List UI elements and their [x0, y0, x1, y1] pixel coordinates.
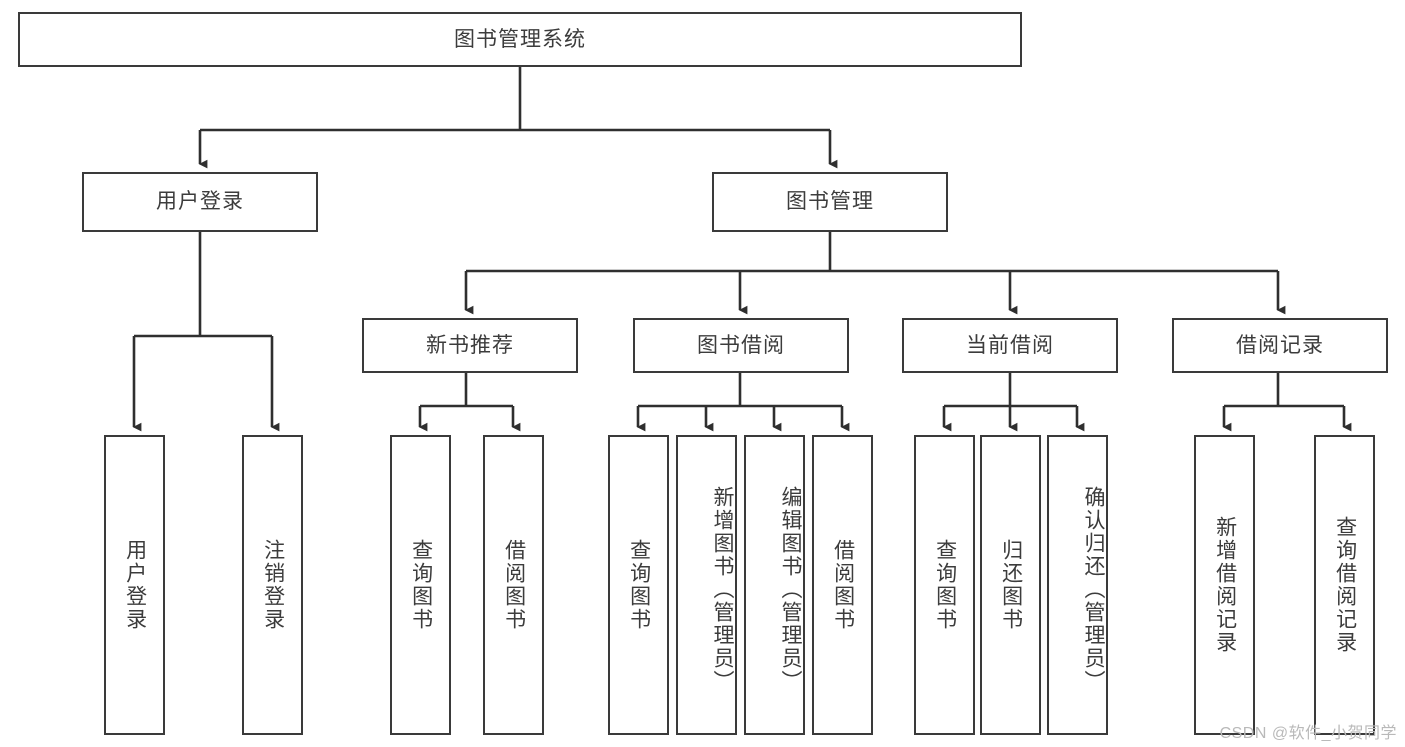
node-current-borrow[interactable]: 当前借阅	[902, 318, 1118, 373]
node-leaf-query-book-recommend[interactable]: 查询图书	[390, 435, 451, 735]
node-label: 借阅记录	[1236, 333, 1324, 357]
node-label: 新增借阅记录	[1213, 516, 1237, 654]
node-label: 查询借阅记录	[1333, 516, 1357, 654]
node-leaf-query-borrow-record[interactable]: 查询借阅记录	[1314, 435, 1375, 735]
node-book-management[interactable]: 图书管理	[712, 172, 948, 232]
node-leaf-edit-book-admin[interactable]: 编辑图书（管理员）	[744, 435, 805, 735]
node-label: 查询图书	[409, 539, 433, 631]
node-leaf-add-book-admin[interactable]: 新增图书（管理员）	[676, 435, 737, 735]
node-label: 查询图书	[933, 539, 957, 631]
node-label: 用户登录	[156, 190, 244, 214]
node-label: 图书借阅	[697, 333, 785, 357]
node-leaf-borrow-book-recommend[interactable]: 借阅图书	[483, 435, 544, 735]
node-label: 图书管理系统	[454, 27, 586, 51]
node-label: 注销登录	[261, 539, 285, 631]
node-book-borrow[interactable]: 图书借阅	[633, 318, 849, 373]
node-label: 归还图书	[999, 539, 1023, 631]
node-label: 图书管理	[786, 190, 874, 214]
node-leaf-borrow-book-borrow[interactable]: 借阅图书	[812, 435, 873, 735]
node-new-book-recommend[interactable]: 新书推荐	[362, 318, 578, 373]
node-leaf-query-book-current[interactable]: 查询图书	[914, 435, 975, 735]
node-root-book-management-system[interactable]: 图书管理系统	[18, 12, 1022, 67]
node-leaf-add-borrow-record[interactable]: 新增借阅记录	[1194, 435, 1255, 735]
node-leaf-query-book-borrow[interactable]: 查询图书	[608, 435, 669, 735]
node-borrow-record[interactable]: 借阅记录	[1172, 318, 1388, 373]
node-label: 用户登录	[123, 539, 147, 631]
node-label: 确认归还（管理员）	[1082, 485, 1105, 693]
node-leaf-confirm-return-admin[interactable]: 确认归还（管理员）	[1047, 435, 1108, 735]
node-label: 查询图书	[627, 539, 651, 631]
node-label: 新书推荐	[426, 333, 514, 357]
csdn-watermark: CSDN @软件_小贺同学	[1219, 725, 1397, 742]
node-user-login[interactable]: 用户登录	[82, 172, 318, 232]
node-leaf-logout-login[interactable]: 注销登录	[242, 435, 303, 735]
node-label: 借阅图书	[831, 539, 855, 631]
node-label: 借阅图书	[502, 539, 526, 631]
node-leaf-user-login[interactable]: 用户登录	[104, 435, 165, 735]
node-label: 编辑图书（管理员）	[779, 485, 802, 693]
node-label: 新增图书（管理员）	[711, 485, 734, 693]
node-leaf-return-book[interactable]: 归还图书	[980, 435, 1041, 735]
node-label: 当前借阅	[966, 333, 1054, 357]
